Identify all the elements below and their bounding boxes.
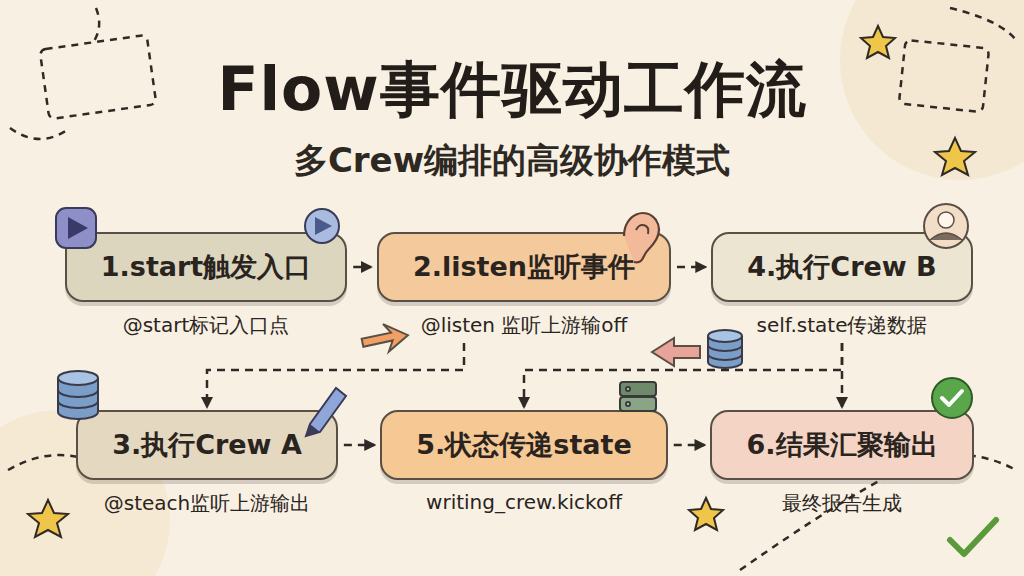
dashed-connector <box>353 266 371 269</box>
node-note: @listen 监听上游输off <box>421 312 628 339</box>
process-node: 6.结果汇聚输出最终报告生成 <box>710 410 973 517</box>
dashed-connector <box>674 444 705 447</box>
dashed-connector <box>344 444 374 447</box>
process-box: 6.结果汇聚输出 <box>710 410 973 480</box>
play-icon <box>305 209 339 243</box>
title: Flow事件驱动工作流 <box>0 50 1024 131</box>
process-box: 1.start触发入口 <box>65 232 347 302</box>
process-node: 3.执行Crew A @steach监听上游输出 <box>76 410 338 517</box>
database-icon <box>58 371 98 419</box>
dashed-connector <box>841 343 844 407</box>
node-note: writing_crew.kickoff <box>426 490 622 514</box>
process-box: 2.listen监听事件 <box>377 232 671 302</box>
process-node: 2.listen监听事件 @listen 监听上游输off <box>377 232 671 339</box>
avatar-icon <box>924 204 968 248</box>
check-icon <box>932 378 972 418</box>
ear-icon <box>624 213 659 262</box>
play-icon <box>56 208 96 248</box>
dashed-connector <box>524 343 842 407</box>
process-box: 3.执行Crew A <box>76 410 338 480</box>
subtitle: 多Crew编排的高级协作模式 <box>0 138 1024 184</box>
process-box: 4.执行Crew B <box>711 232 972 302</box>
process-box: 5.状态传递state <box>380 410 667 480</box>
node-note: self.state传递数据 <box>757 312 928 339</box>
dashed-connector <box>207 343 464 407</box>
node-note: @start标记入口点 <box>123 312 290 339</box>
node-note: @steach监听上游输出 <box>104 490 311 517</box>
process-node: 1.start触发入口 @start标记入口点 <box>65 232 347 339</box>
node-note: 最终报告生成 <box>782 490 902 517</box>
process-node: 5.状态传递state writing_crew.kickoff <box>380 410 667 514</box>
dashed-connector <box>677 266 705 269</box>
pen-icon <box>306 388 346 436</box>
process-node: 4.执行Crew B self.state传递数据 <box>711 232 972 339</box>
server-icon <box>620 382 656 411</box>
